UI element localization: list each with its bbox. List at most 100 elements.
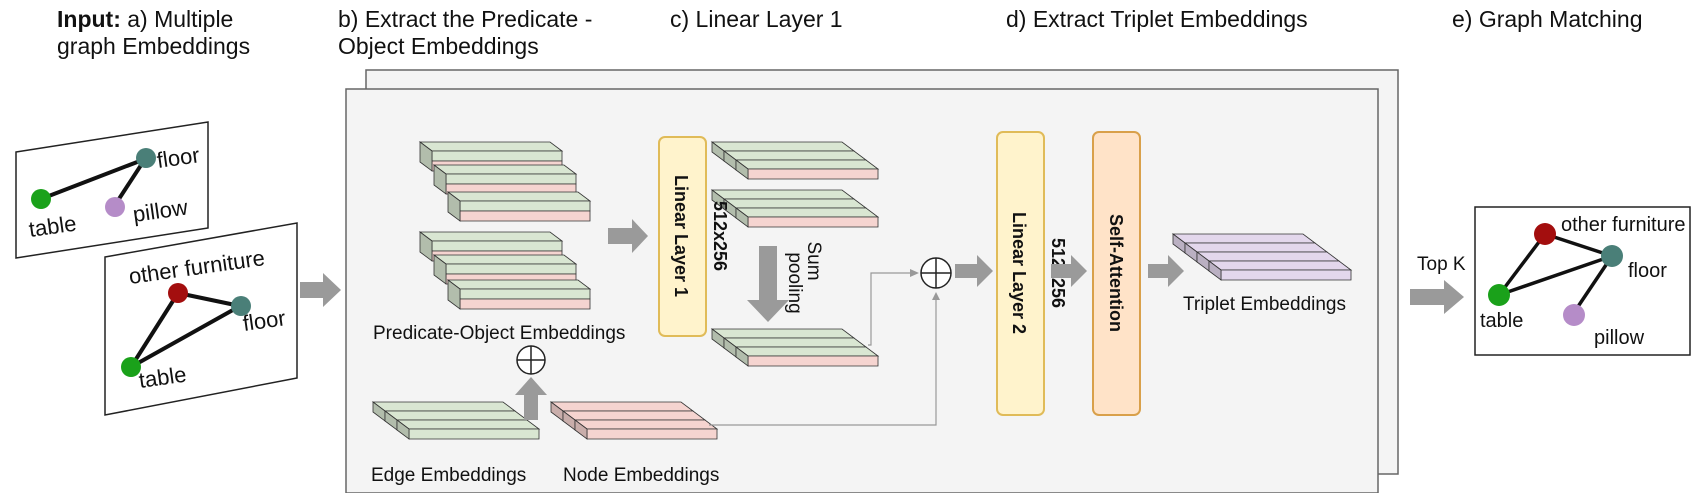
po-mid-1-g: [431, 240, 563, 252]
input-graph-1: floor table pillow: [15, 121, 209, 259]
po-mid-2-side: [433, 254, 447, 285]
header-graph-matching: e) Graph Matching: [1452, 6, 1643, 32]
header-input-bold: Input:: [57, 6, 121, 32]
arrow-to-linear-2: [955, 255, 993, 287]
triplet-emb-t0: [1171, 233, 1317, 244]
pooled-t2: [734, 346, 880, 357]
linear-2-title: Linear Layer 2: [1009, 212, 1029, 334]
self-attention-box: Self-Attention: [1092, 131, 1141, 416]
po-top-1-side: [419, 141, 433, 172]
oplus-combine-2: [920, 257, 952, 289]
node-emb-t0: [549, 401, 695, 412]
topk-label: Top K: [1417, 254, 1466, 275]
lin1-out-2-t1: [722, 198, 868, 209]
po-top-3-side: [447, 191, 461, 222]
connector-pooled: [868, 272, 910, 346]
edge-emb-t1: [383, 410, 529, 421]
po-top-3-g: [459, 200, 591, 212]
triplet-emb-s3: [1208, 260, 1222, 281]
po-mid-2-g: [445, 263, 577, 275]
edge-emb-s2: [396, 419, 410, 440]
edge-emb-front: [408, 428, 540, 440]
node-emb-t1: [561, 410, 707, 421]
output-label-pillow: pillow: [1594, 327, 1645, 349]
arrow-to-self-attention: [1051, 255, 1087, 287]
graph2-node-table: [121, 357, 141, 377]
triplet-emb-t3: [1207, 260, 1353, 271]
po-top-1-top: [418, 141, 564, 152]
lin1-out-1-s2: [735, 159, 749, 180]
graph1-node-pillow: [105, 197, 125, 217]
input-graph-2: other furniture floor table: [104, 222, 298, 416]
header-b-line1: b) Extract the Predicate -: [338, 6, 593, 32]
lin1-out-1-front: [747, 168, 879, 180]
po-top-2-top: [432, 164, 578, 175]
po-mid-3-side: [447, 279, 461, 310]
predicate-object-label: Predicate-Object Embeddings: [373, 323, 625, 344]
po-mid-1-side: [419, 231, 433, 262]
sum-pooling-text-1: Sum: [803, 241, 824, 280]
po-mid-3-p: [459, 298, 591, 310]
header-input: Input: a) Multiple graph Embeddings: [57, 6, 250, 60]
triplet-emb-front: [1220, 269, 1352, 281]
pooled-front: [747, 355, 879, 367]
embedding-stacks: [371, 141, 1353, 440]
self-attention-title: Self-Attention: [1106, 214, 1126, 332]
header-linear-layer: c) Linear Layer 1: [670, 6, 843, 32]
connector-node: [709, 300, 937, 426]
graph1-node-table: [31, 189, 51, 209]
graph2-node-floor: [231, 296, 251, 316]
pooled-s2: [735, 346, 749, 367]
triplet-emb-t2: [1195, 251, 1341, 262]
edge-embeddings-label: Edge Embeddings: [371, 465, 526, 486]
linear-1-dims: 512x256: [710, 201, 730, 271]
node-emb-front: [586, 428, 718, 440]
edge-emb-t2: [395, 419, 541, 430]
po-top-3-p: [459, 210, 591, 222]
po-mid-3-g: [459, 288, 591, 300]
edge-emb-t0: [371, 401, 517, 412]
node-embeddings-label: Node Embeddings: [563, 465, 719, 486]
linear-1-title: Linear Layer 1: [671, 175, 691, 297]
arrow-to-triplets: [1148, 255, 1184, 287]
connector-node-head: [932, 292, 940, 300]
pooled-t0: [710, 328, 856, 339]
lin1-out-1-t2: [734, 159, 880, 170]
header-extract-predicate: b) Extract the Predicate - Object Embedd…: [338, 6, 592, 60]
arrow-to-linear-1: [608, 219, 648, 253]
input-arrow: [300, 273, 341, 307]
po-top-2-g: [445, 173, 577, 185]
triplet-emb-t1: [1183, 242, 1329, 253]
header-input-line2: graph Embeddings: [57, 33, 251, 59]
linear-layer-2-box: Linear Layer 2 512x256: [996, 131, 1068, 416]
lin1-out-1-t1: [722, 150, 868, 161]
graph1-node-floor: [136, 148, 156, 168]
topk-arrow: [1410, 280, 1464, 314]
oplus-combine-1: [516, 345, 546, 375]
po-top-2-side: [433, 164, 447, 195]
po-mid-3-top: [446, 279, 592, 290]
graph2-label-floor: floor: [241, 305, 287, 336]
pooled-t1: [722, 337, 868, 348]
output-node-other-furniture: [1534, 223, 1556, 245]
po-mid-2-top: [432, 254, 578, 265]
output-graph: other furniture floor table pillow: [1474, 206, 1691, 356]
lin1-out-2-front: [747, 216, 879, 228]
lin1-out-2-t0: [710, 189, 856, 200]
output-node-floor: [1601, 245, 1623, 267]
output-label-other-furniture: other furniture: [1561, 214, 1686, 236]
po-top-1-g: [431, 150, 563, 162]
sum-pooling-text-2: pooling: [784, 252, 805, 313]
po-mid-1-top: [418, 231, 564, 242]
header-triplet: d) Extract Triplet Embeddings: [1006, 6, 1308, 32]
connector-pooled-head: [910, 269, 919, 277]
up-arrow: [515, 377, 547, 420]
triplet-embeddings-label: Triplet Embeddings: [1183, 294, 1346, 315]
graph2-node-other-furniture: [168, 283, 188, 303]
header-b-line2: Object Embeddings: [338, 33, 539, 59]
node-emb-t2: [573, 419, 719, 430]
po-top-3-top: [446, 191, 592, 202]
header-input-line1: a) Multiple: [120, 6, 234, 32]
